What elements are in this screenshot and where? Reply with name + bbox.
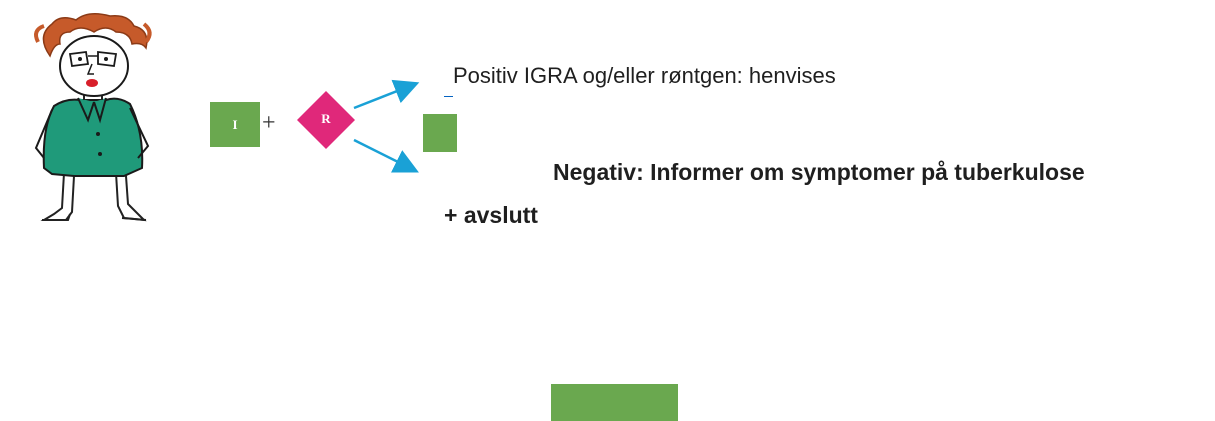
igra-box bbox=[210, 102, 260, 147]
igra-label: I bbox=[232, 117, 238, 132]
bottom-green-box bbox=[551, 384, 678, 421]
rontgen-diamond bbox=[296, 90, 356, 150]
small-green-box bbox=[423, 114, 457, 152]
rontgen-label: R bbox=[321, 111, 331, 126]
plus-sign: + bbox=[262, 110, 276, 136]
lower-arrow bbox=[353, 138, 419, 173]
positive-outcome-text: Positiv IGRA og/eller røntgen: henvises bbox=[453, 63, 836, 88]
finish-text: + avslutt bbox=[444, 202, 538, 228]
branch-arrows bbox=[340, 60, 440, 190]
negative-outcome-text: Negativ: Informer om symptomer på tuberk… bbox=[553, 159, 1085, 185]
cartoon-woman-illustration bbox=[14, 8, 208, 224]
underline-mark bbox=[444, 70, 453, 97]
upper-arrow bbox=[353, 79, 420, 110]
